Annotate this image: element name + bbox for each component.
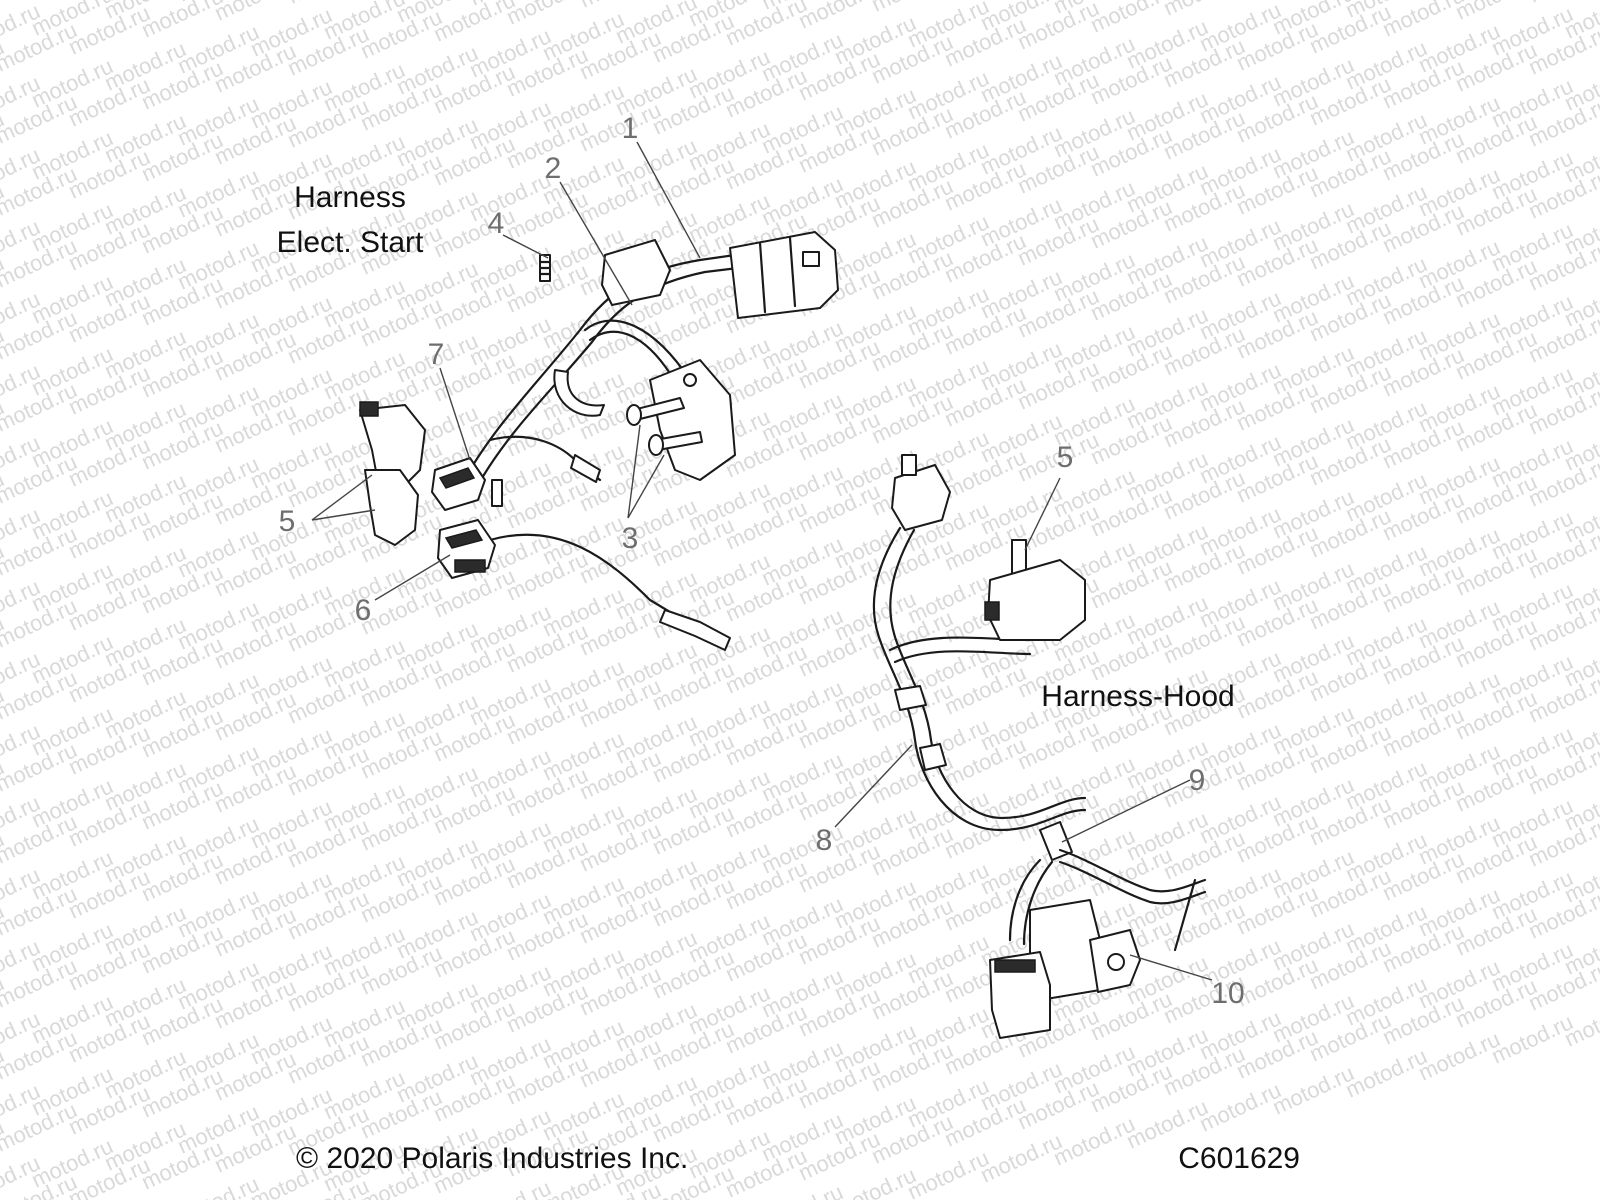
connector-plug-1 (729, 231, 839, 319)
callout-3: 3 (622, 522, 639, 555)
boot-cover-5-right (984, 539, 1086, 641)
assembly-title-elect-start-line2: Elect. Start (277, 226, 424, 259)
watermark-text: motod.ru (1415, 1026, 1504, 1085)
callout-7: 7 (428, 338, 445, 371)
callout-4: 4 (488, 207, 505, 240)
callout-6: 6 (355, 594, 372, 627)
terminal-connector-7 (431, 457, 503, 511)
callout-5-right: 5 (1057, 441, 1074, 474)
callout-2: 2 (545, 152, 562, 185)
bolt-3 (626, 397, 703, 456)
watermark-text: motod.ru (1050, 1111, 1139, 1170)
stud-4 (538, 254, 552, 282)
assembly-title-elect-start-line1: Harness (294, 181, 406, 214)
relay-bracket-2 (601, 239, 736, 481)
terminal-connector-6 (437, 519, 496, 579)
callout-1: 1 (622, 112, 639, 145)
leader-lines (311, 141, 1213, 981)
copyright-text: © 2020 Polaris Industries Inc. (296, 1142, 688, 1175)
harness-hood-drawing (872, 454, 1207, 1039)
watermark-text: motod.ru (1196, 1077, 1285, 1136)
callout-9: 9 (1189, 764, 1206, 797)
watermark-text: motod.ru (1269, 1060, 1358, 1119)
callout-10: 10 (1211, 977, 1244, 1010)
watermark-text: motod.ru (1488, 1009, 1577, 1068)
callout-8: 8 (816, 824, 833, 857)
watermark-text: motod.ru (977, 1128, 1066, 1187)
harness-elect-start-drawing (359, 231, 839, 651)
diagram-code: C601629 (1178, 1142, 1300, 1175)
watermark-text: motod.ru (1342, 1043, 1431, 1102)
assembly-title-harness-hood: Harness-Hood (1041, 680, 1234, 713)
boot-cover-5-left (359, 401, 426, 546)
callout-5-left: 5 (279, 505, 296, 538)
